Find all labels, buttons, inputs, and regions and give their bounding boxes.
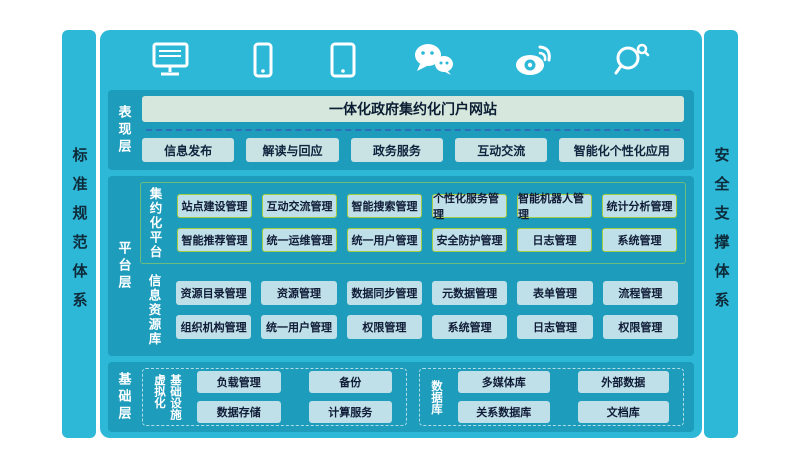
resource-module: 权限管理	[602, 315, 678, 339]
presentation-content: 一体化政府集约化门户网站 信息发布 解读与回应 政务服务 互动交流 智能化个性化…	[140, 90, 694, 170]
presentation-buttons: 信息发布 解读与回应 政务服务 互动交流 智能化个性化应用	[142, 138, 685, 162]
resource-module: 日志管理	[517, 315, 593, 339]
platform-content: 集约化平台 站点建设管理 互动交流管理 智能搜索管理 个性化服务管理 智能机器人…	[140, 176, 694, 356]
database-module: 文档库	[577, 401, 669, 423]
wechat-icon	[412, 42, 456, 78]
database-module: 多媒体库	[458, 371, 550, 393]
dashed-separator	[146, 129, 680, 131]
platform-module: 互动交流管理	[262, 194, 337, 218]
database-grid: 多媒体库 外部数据 关系数据库 文档库	[450, 371, 677, 423]
standards-pillar-label: 标准规范体系	[70, 147, 88, 321]
infrastructure-layer: 基础层 基础设施 虚拟化 负载管理 备份 数据存储 计算服务 数据库 多媒体库	[108, 362, 694, 432]
weibo-icon	[513, 42, 555, 78]
platform-module: 智能推荐管理	[177, 228, 252, 252]
presentation-button: 智能化个性化应用	[559, 138, 685, 162]
platform-module: 安全防护管理	[432, 228, 507, 252]
resource-module: 资源管理	[261, 281, 337, 305]
security-pillar-label: 安全支撑体系	[712, 147, 730, 321]
platform-module: 系统管理	[602, 228, 677, 252]
magnifier-icon	[612, 42, 650, 78]
infra-module: 数据存储	[197, 401, 281, 423]
presentation-button: 互动交流	[455, 138, 548, 162]
virtualization-group-label: 基础设施 虚拟化	[153, 374, 181, 420]
platform-layer-label: 平台层	[116, 240, 132, 292]
presentation-button: 政务服务	[350, 138, 444, 162]
security-pillar: 安全支撑体系	[704, 30, 738, 438]
infra-module: 计算服务	[308, 401, 392, 423]
resource-module: 流程管理	[602, 281, 678, 305]
info-resource-grid: 资源目录管理 资源管理 数据同步管理 元数据管理 表单管理 流程管理 组织机构管…	[168, 270, 686, 350]
presentation-button: 信息发布	[142, 138, 235, 162]
info-resource-section: 信息资源库 资源目录管理 资源管理 数据同步管理 元数据管理 表单管理 流程管理…	[140, 270, 686, 350]
platform-module: 站点建设管理	[177, 194, 252, 218]
platform-module: 智能机器人管理	[517, 193, 592, 221]
virtualization-group: 基础设施 虚拟化 负载管理 备份 数据存储 计算服务	[142, 368, 407, 426]
platform-module: 个性化服务管理	[432, 193, 507, 221]
resource-module: 系统管理	[432, 315, 508, 339]
platform-module: 统计分析管理	[602, 194, 677, 218]
intensive-platform-label: 集约化平台	[147, 186, 162, 260]
database-module: 关系数据库	[458, 401, 550, 423]
infra-module: 负载管理	[197, 371, 281, 393]
platform-module: 智能搜索管理	[347, 194, 422, 218]
portal-title: 一体化政府集约化门户网站	[142, 96, 684, 122]
intensive-platform-grid: 站点建设管理 互动交流管理 智能搜索管理 个性化服务管理 智能机器人管理 统计分…	[169, 183, 685, 263]
database-module: 外部数据	[577, 371, 669, 393]
infrastructure-layer-label: 基础层	[116, 371, 132, 423]
platform-module: 日志管理	[517, 228, 592, 252]
resource-module: 统一用户管理	[261, 315, 337, 339]
database-group-label: 数据库	[430, 379, 442, 415]
resource-module: 表单管理	[517, 281, 593, 305]
infrastructure-content: 基础设施 虚拟化 负载管理 备份 数据存储 计算服务 数据库 多媒体库 外部数据…	[140, 362, 694, 432]
resource-module: 资源目录管理	[176, 281, 252, 305]
standards-pillar: 标准规范体系	[62, 30, 96, 438]
resource-module: 组织机构管理	[176, 315, 252, 339]
info-resource-label: 信息资源库	[146, 273, 161, 347]
presentation-layer: 表现层 一体化政府集约化门户网站 信息发布 解读与回应 政务服务 互动交流 智能…	[108, 90, 694, 170]
platform-layer: 平台层 集约化平台 站点建设管理 互动交流管理 智能搜索管理 个性化服务管理 智…	[108, 176, 694, 356]
resource-module: 数据同步管理	[346, 281, 422, 305]
infra-module: 备份	[308, 371, 392, 393]
virtualization-grid: 负载管理 备份 数据存储 计算服务	[189, 371, 400, 423]
tablet-icon	[330, 42, 356, 78]
main-panel: 表现层 一体化政府集约化门户网站 信息发布 解读与回应 政务服务 互动交流 智能…	[100, 30, 702, 438]
presentation-layer-label: 表现层	[116, 104, 132, 156]
resource-module: 权限管理	[346, 315, 422, 339]
desktop-icon	[152, 42, 196, 78]
platform-module: 统一用户管理	[347, 228, 422, 252]
smartphone-icon	[253, 42, 273, 78]
device-row	[124, 34, 678, 86]
intensive-platform-section: 集约化平台 站点建设管理 互动交流管理 智能搜索管理 个性化服务管理 智能机器人…	[140, 182, 686, 264]
platform-module: 统一运维管理	[262, 228, 337, 252]
presentation-button: 解读与回应	[246, 138, 339, 162]
database-group: 数据库 多媒体库 外部数据 关系数据库 文档库	[419, 368, 684, 426]
resource-module: 元数据管理	[432, 281, 508, 305]
